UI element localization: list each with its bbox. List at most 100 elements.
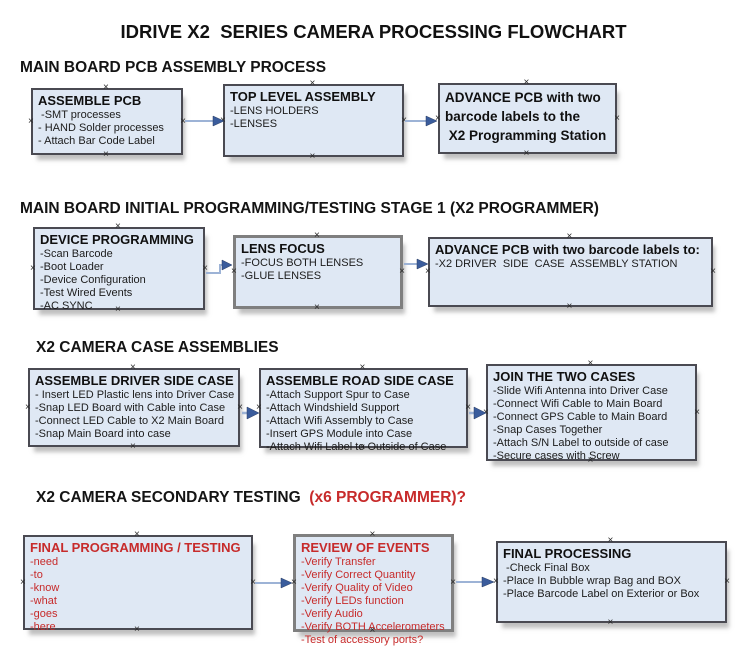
box-line: - Attach Bar Code Label xyxy=(38,135,155,147)
box-line: -Verify Correct Quantity xyxy=(301,569,416,581)
flow-arrow-icon xyxy=(255,577,293,589)
box-line: -Attach Wifi Label to Outside of Case xyxy=(266,441,447,453)
flow-arrow-icon xyxy=(242,406,260,420)
section-heading-red-text: (x6 PROGRAMMER)? xyxy=(309,489,467,506)
connection-point-icon: × xyxy=(25,401,31,413)
page-title: IDRIVE X2 SERIES CAMERA PROCESSING FLOWC… xyxy=(120,21,627,42)
connection-point-icon: × xyxy=(250,576,256,588)
connection-point-icon: × xyxy=(587,358,594,369)
flow-box-review-of-events: REVIEW OF EVENTS -Verify Transfer -Verif… xyxy=(291,530,456,647)
box-title: ADVANCE PCB with two xyxy=(445,90,601,105)
connection-point-icon: × xyxy=(231,266,237,277)
connection-point-icon: × xyxy=(724,576,730,587)
box-title: barcode labels to the xyxy=(445,109,581,124)
box-line: -LENS HOLDERS xyxy=(230,105,319,117)
box-line: -Verify LEDs function xyxy=(301,595,404,607)
box-line: -to xyxy=(30,569,43,581)
section-heading-text: MAIN BOARD PCB ASSEMBLY PROCESS xyxy=(20,59,327,76)
connection-point-icon: × xyxy=(694,406,700,418)
section-heading-pcb-assembly: MAIN BOARD PCB ASSEMBLY PROCESS xyxy=(20,59,326,77)
box-title: DEVICE PROGRAMMING xyxy=(40,232,194,247)
connection-point-icon: × xyxy=(103,82,109,93)
flow-box-join-the-two-cases: JOIN THE TWO CASES -Slide Wifi Antenna i… xyxy=(483,359,700,466)
box-line: -Insert GPS Module into Case xyxy=(266,428,413,440)
connection-point-icon: × xyxy=(425,266,431,277)
section-heading-case-assemblies: X2 CAMERA CASE ASSEMBLIES xyxy=(36,339,279,357)
box-line: -Verify Quality of Video xyxy=(301,582,413,594)
flow-box-assemble-road-side-case: ASSEMBLE ROAD SIDE CASE -Attach Support … xyxy=(256,363,471,454)
box-line: -SMT processes xyxy=(38,109,121,121)
box-line: -know xyxy=(30,582,60,594)
box-title: ASSEMBLE DRIVER SIDE CASE xyxy=(35,373,234,388)
connection-point-icon: × xyxy=(309,78,316,89)
box-line: -Slide Wifi Antenna into Driver Case xyxy=(493,385,668,397)
box-line: -FOCUS BOTH LENSES xyxy=(241,257,364,269)
flow-arrow-icon xyxy=(456,576,495,588)
flow-box-lens-focus: LENS FOCUS -FOCUS BOTH LENSES -GLUE LENS… xyxy=(231,231,405,313)
section-heading-initial-programming: MAIN BOARD INITIAL PROGRAMMING/TESTING S… xyxy=(20,200,599,218)
box-line: -Device Configuration xyxy=(40,274,146,286)
connection-point-icon: × xyxy=(401,114,407,126)
connection-point-icon: × xyxy=(566,301,573,312)
box-line: - HAND Solder processes xyxy=(38,122,164,134)
box-line: -Snap Cases Together xyxy=(493,424,603,436)
section-heading-text: X2 CAMERA SECONDARY TESTING xyxy=(36,489,310,506)
connection-point-icon: × xyxy=(309,151,316,162)
flow-box-assemble-pcb: ASSEMBLE PCB -SMT processes - HAND Solde… xyxy=(28,83,186,160)
box-line: -need xyxy=(30,556,59,568)
box-title: LENS FOCUS xyxy=(241,241,325,256)
flow-arrow-icon xyxy=(404,258,429,270)
box-line: -Attach Wifi Assembly to Case xyxy=(266,415,414,427)
connection-point-icon: × xyxy=(134,529,140,540)
box-line: -Check Final Box xyxy=(503,562,590,574)
box-line: -AC SYNC xyxy=(40,300,93,312)
flow-box-device-programming: DEVICE PROGRAMMING -Scan Barcode -Boot L… xyxy=(30,222,208,315)
section-heading-text: X2 CAMERA CASE ASSEMBLIES xyxy=(36,339,279,356)
flow-box-final-processing: FINAL PROCESSING -Check Final Box -Place… xyxy=(493,536,730,628)
section-heading-secondary-testing: X2 CAMERA SECONDARY TESTING (x6 PROGRAMM… xyxy=(36,489,466,507)
box-line: -Snap Main Board into case xyxy=(35,428,171,440)
connection-point-icon: × xyxy=(450,577,456,588)
connection-point-icon: × xyxy=(115,221,121,232)
connection-point-icon: × xyxy=(483,406,489,418)
box-line: -Connect GPS Cable to Main Board xyxy=(493,411,668,423)
flow-arrow-elbow-icon xyxy=(206,259,233,274)
box-line: -goes xyxy=(30,608,58,620)
flow-arrow-icon xyxy=(469,406,487,420)
box-line: -Secure cases with Screw xyxy=(493,450,620,462)
box-line: -Connect LED Cable to X2 Main Board xyxy=(35,415,224,427)
box-line: -LENSES xyxy=(230,118,278,130)
box-line: -Place In Bubble wrap Bag and BOX xyxy=(503,575,681,587)
flow-box-advance-pcb-to-programming-station: ADVANCE PCB with two barcode labels to t… xyxy=(435,78,620,159)
box-line: -Verify BOTH Accelerometers xyxy=(301,621,445,633)
box-title: X2 Programming Station xyxy=(445,128,607,143)
box-line: -GLUE LENSES xyxy=(241,270,322,282)
box-line: -Attach Support Spur to Case xyxy=(266,389,410,401)
connection-point-icon: × xyxy=(130,441,136,452)
flow-box-final-programming-testing: FINAL PROGRAMMING / TESTING -need -to -k… xyxy=(20,530,256,635)
flow-box-assemble-driver-side-case: ASSEMBLE DRIVER SIDE CASE - Insert LED P… xyxy=(25,363,243,452)
box-line: -Test of accessory ports? xyxy=(301,634,424,646)
box-title: FINAL PROCESSING xyxy=(503,546,632,561)
connection-point-icon: × xyxy=(291,577,297,588)
connection-point-icon: × xyxy=(314,230,320,241)
connection-point-icon: × xyxy=(369,529,376,540)
connection-point-icon: × xyxy=(30,262,36,274)
connection-point-icon: × xyxy=(523,77,530,88)
connection-point-icon: × xyxy=(20,576,26,588)
box-line: -Attach Windshield Support xyxy=(266,402,400,414)
connection-point-icon: × xyxy=(314,302,320,313)
connection-point-icon: × xyxy=(180,115,186,127)
box-line: -Verify Transfer xyxy=(301,556,376,568)
box-line: -Connect Wifi Cable to Main Board xyxy=(493,398,663,410)
section-heading-text: MAIN BOARD INITIAL PROGRAMMING/TESTING S… xyxy=(20,200,599,217)
box-line: -Test Wired Events xyxy=(40,287,133,299)
box-title: TOP LEVEL ASSEMBLY xyxy=(230,89,376,104)
connection-point-icon: × xyxy=(566,231,573,242)
box-title: JOIN THE TWO CASES xyxy=(493,369,636,384)
box-title: ADVANCE PCB with two barcode labels to: xyxy=(435,242,700,257)
flow-arrow-icon xyxy=(405,115,438,127)
box-title: FINAL PROGRAMMING / TESTING xyxy=(30,540,241,555)
connection-point-icon: × xyxy=(607,535,614,546)
